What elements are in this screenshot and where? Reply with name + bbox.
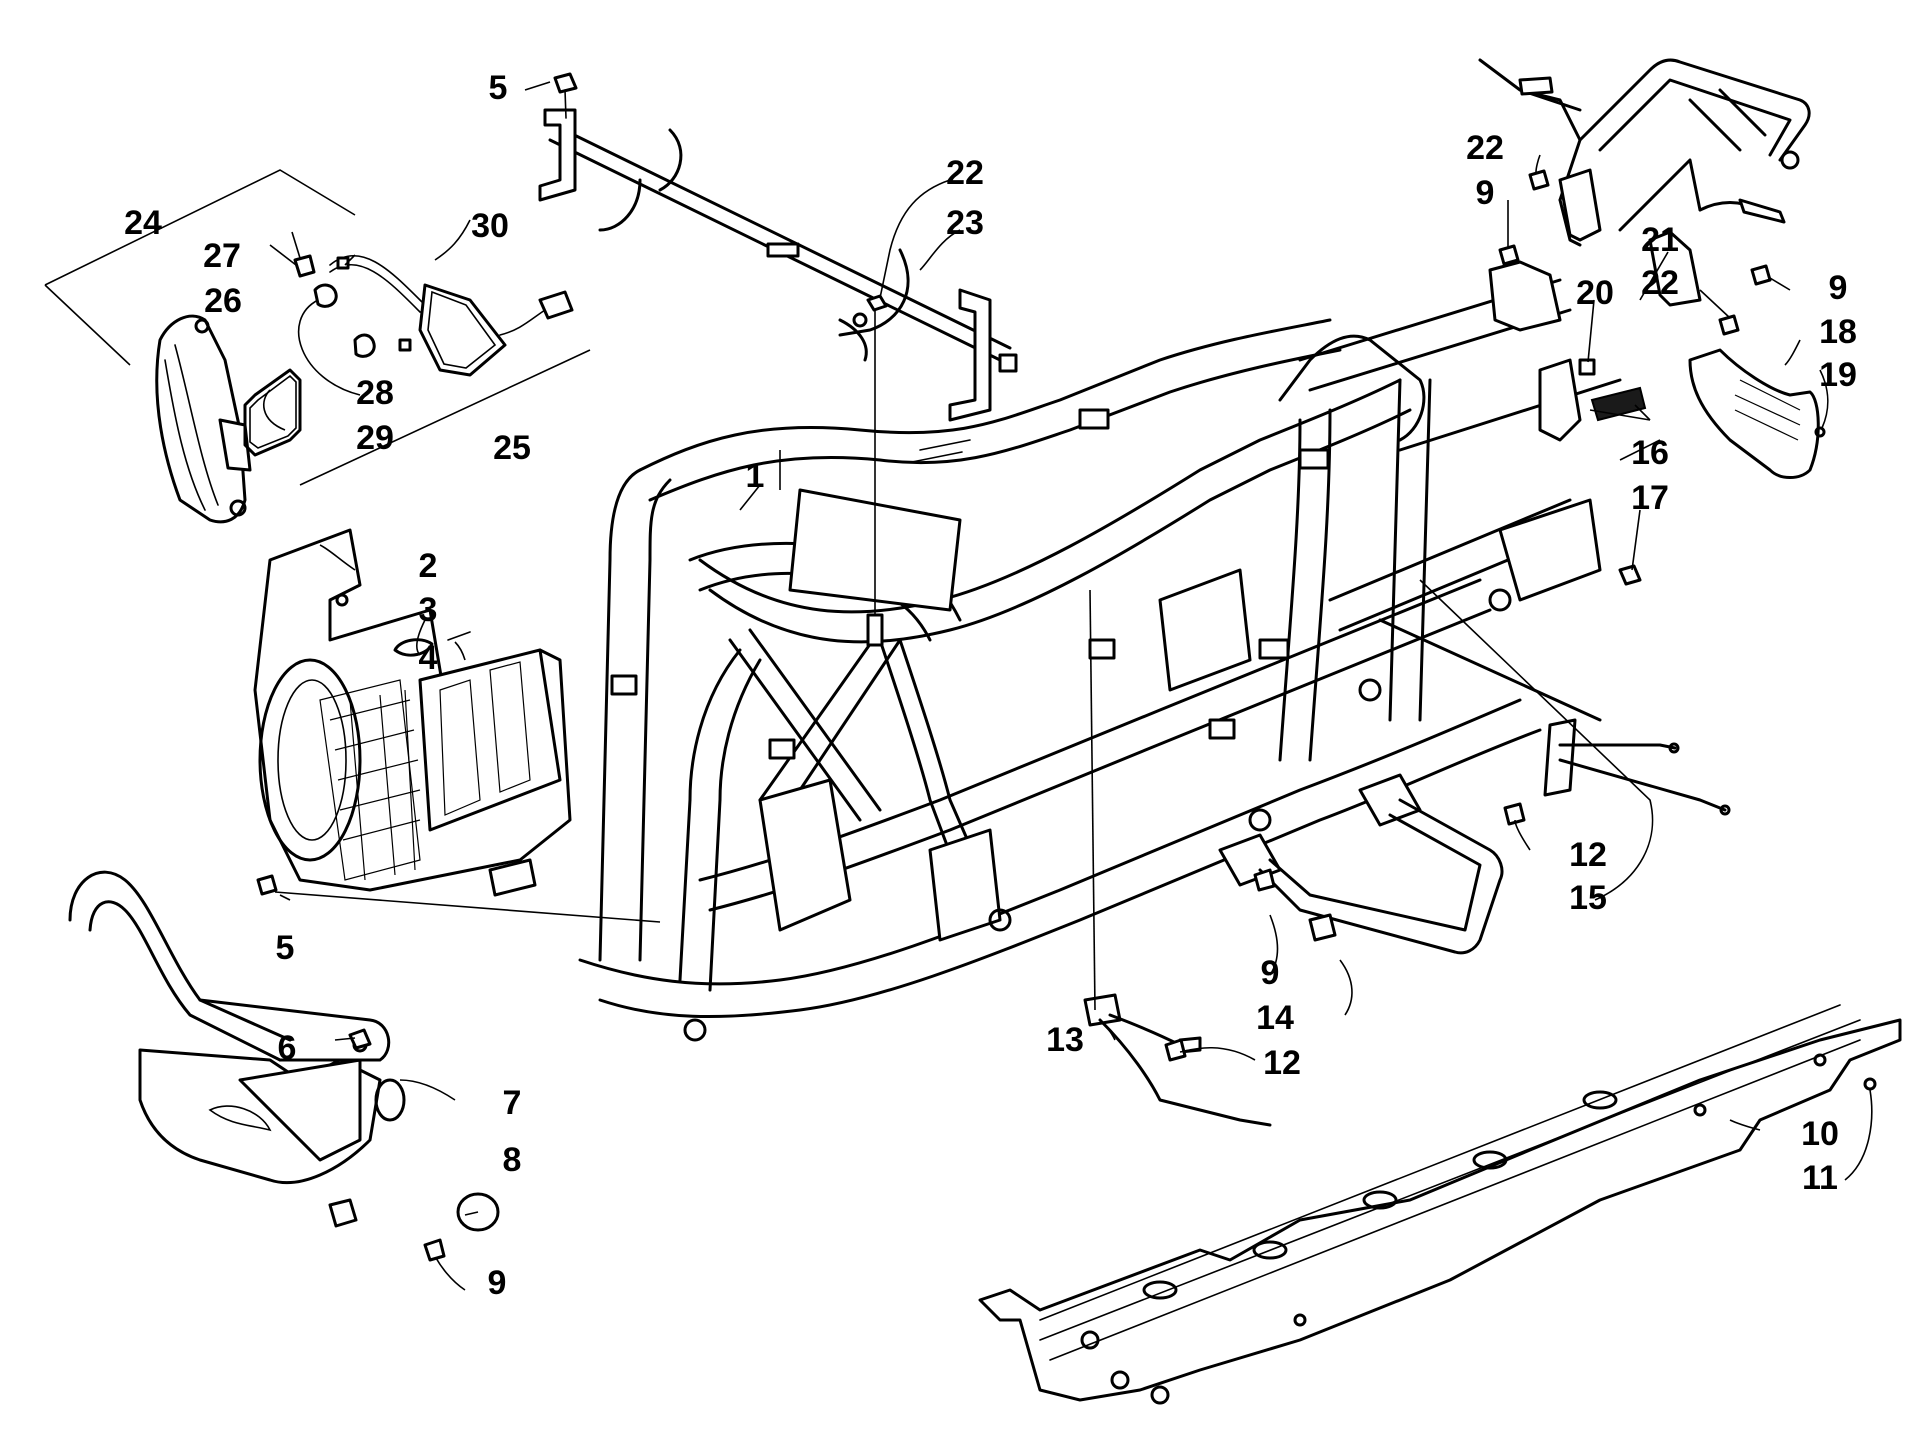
callout-22-center: 22	[946, 154, 984, 192]
callout-22-rear-top: 22	[1466, 129, 1504, 167]
callout-30: 30	[471, 207, 509, 245]
callout-12-lower: 12	[1263, 1044, 1301, 1082]
callout-19: 19	[1819, 356, 1857, 394]
callout-labels: 1 2 3 4 5 5 6 7 8 9 9 9 9 10 11 12 12 13…	[124, 69, 1857, 1302]
callout-7: 7	[503, 1084, 522, 1122]
callout-25: 25	[493, 429, 531, 467]
rear-rack	[1478, 58, 1811, 307]
callout-2: 2	[419, 547, 438, 585]
callout-26: 26	[204, 282, 242, 320]
callout-9-rear-right: 9	[1829, 269, 1848, 307]
hardware	[256, 72, 1877, 1262]
callout-5-top: 5	[489, 69, 508, 107]
callout-27: 27	[203, 237, 241, 275]
main-frame	[578, 260, 1622, 1042]
callout-13: 13	[1046, 1021, 1084, 1059]
front-bumper	[68, 870, 406, 1228]
skid-plate	[978, 1004, 1902, 1405]
front-cross-bar	[538, 108, 1018, 422]
callout-21: 21	[1641, 221, 1679, 259]
callout-6: 6	[278, 1029, 297, 1067]
rear-flap	[1688, 348, 1826, 479]
callout-22-rear-mid: 22	[1641, 264, 1679, 302]
callout-24: 24	[124, 204, 162, 242]
footrest-bar	[1218, 773, 1504, 955]
callout-1: 1	[746, 457, 765, 495]
callout-12-right: 12	[1569, 836, 1607, 874]
callout-5-bottom: 5	[276, 929, 295, 967]
callout-15: 15	[1569, 879, 1607, 917]
callout-18: 18	[1819, 313, 1857, 351]
callout-10: 10	[1801, 1115, 1839, 1153]
callout-17: 17	[1631, 479, 1669, 517]
callout-9-middle: 9	[1261, 954, 1280, 992]
bracket-15	[1543, 718, 1731, 816]
callout-9-bottom-left: 9	[488, 1264, 507, 1302]
callout-3: 3	[419, 591, 438, 629]
callout-4: 4	[419, 639, 438, 677]
front-fender	[253, 528, 572, 897]
callout-14: 14	[1256, 999, 1294, 1037]
callout-9-rear-left: 9	[1476, 174, 1495, 212]
callout-28: 28	[356, 374, 394, 412]
callout-8: 8	[503, 1141, 522, 1179]
callout-16: 16	[1631, 434, 1669, 472]
callout-29: 29	[356, 419, 394, 457]
callout-23: 23	[946, 204, 984, 242]
callout-20: 20	[1576, 274, 1614, 312]
leader-lines	[262, 81, 1873, 1291]
bracket-13	[1083, 993, 1272, 1127]
callout-11: 11	[1802, 1159, 1838, 1197]
headlight-assembly	[44, 169, 591, 524]
